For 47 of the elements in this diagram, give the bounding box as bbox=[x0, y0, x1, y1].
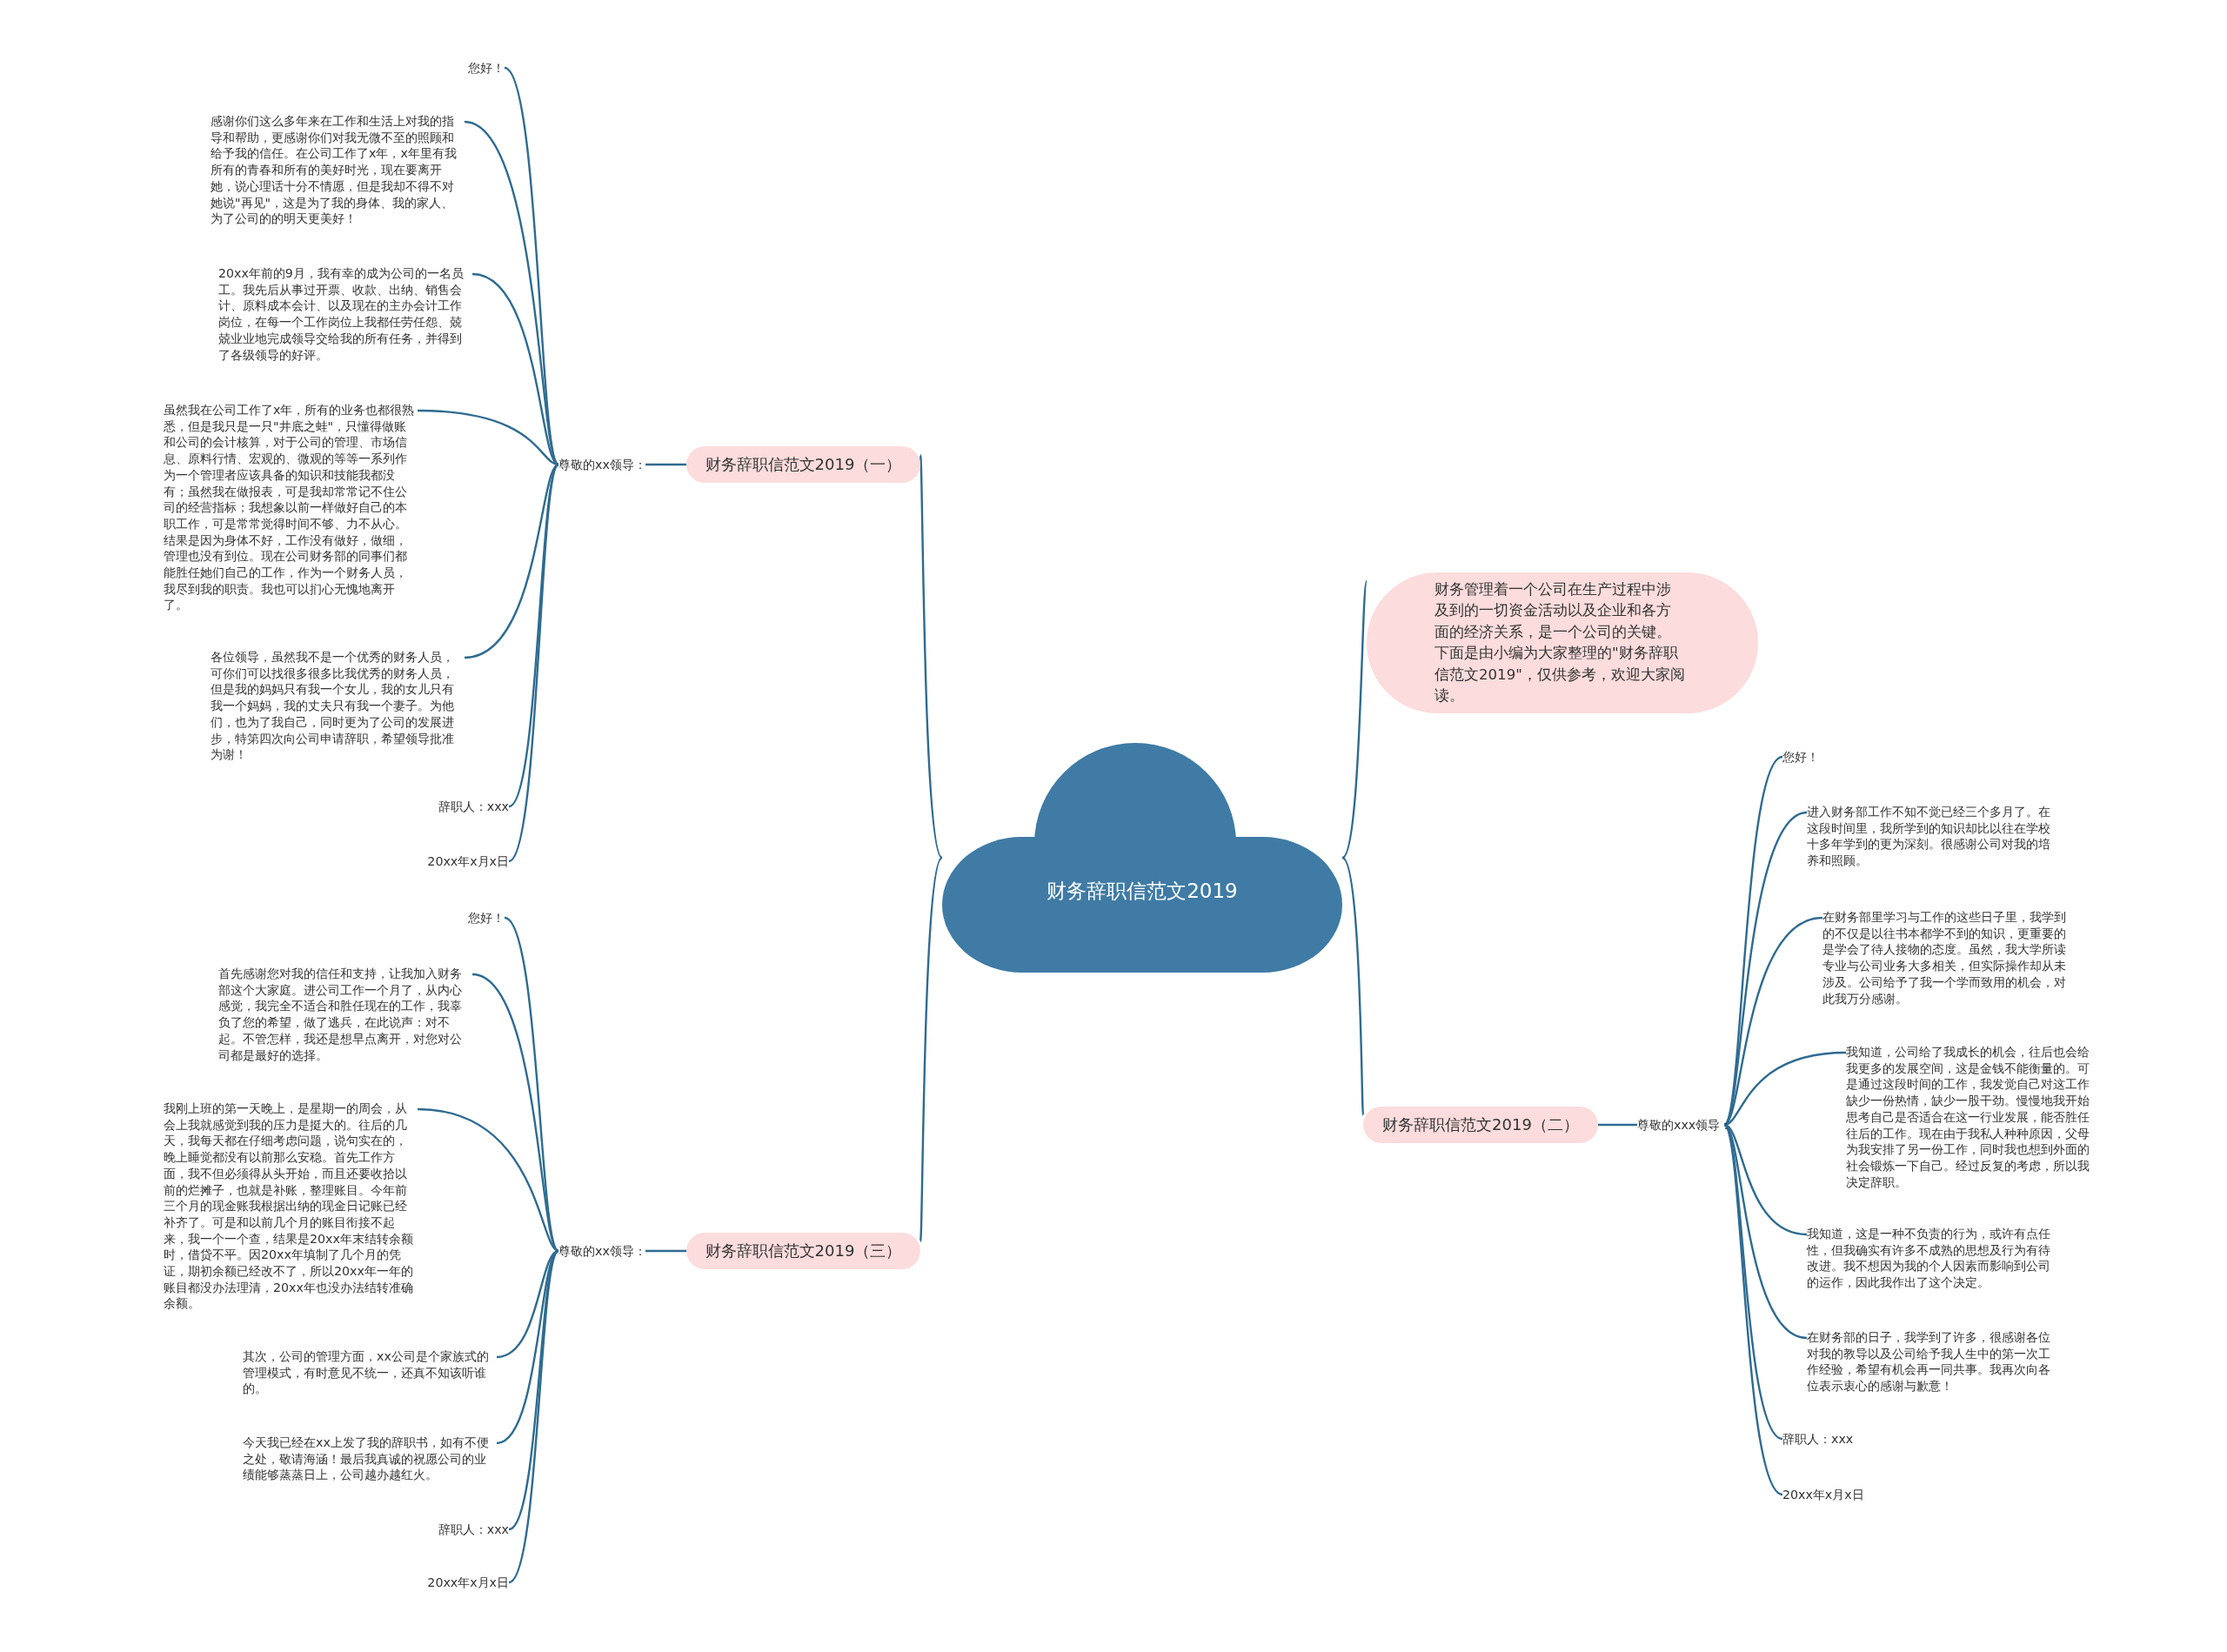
text-label: 20xx年x月x日 bbox=[418, 853, 509, 869]
paragraph-text: 我知道，公司给了我成长的机会，往后也会给我更多的发展空间，这是金钱不能衡量的。可是通过这段时间的工作，我发觉自己对这工作缺少一份热情，缺少一股干劲。慢慢地我开始思考自己是否适合在这一行业发展，能否胜任往后的工作。现在由于我私人种种原因，父母为我安排了另一份工作，同时我也想到外面的社会锻炼一下自己。经过反复的考虑，所以我决定辞职。 bbox=[1846, 1044, 2100, 1191]
paragraph-text: 我知道，这是一种不负责的行为，或许有点任性，但我确实有许多不成熟的思想及行为有待改进。我不想因为我的个人因素而影响到公司的运作，因此我作出了这个决定。 bbox=[1807, 1226, 2061, 1291]
connector bbox=[1722, 1124, 1783, 1495]
paragraph-text: 进入财务部工作不知不觉已经三个多月了。在这段时间里，我所学到的知识却比以往在学校十多年学到的更为深刻。很感谢公司对我的培养和照顾。 bbox=[1807, 804, 2061, 869]
intro-bubble: 财务管理着一个公司在生产过程中涉及到的一切资金活动以及企业和各方面的经济关系，是一个公司的关键。下面是由小编为大家整理的"财务辞职信范文2019"，仅供参考，欢迎大家阅读。 bbox=[1367, 572, 1758, 714]
paragraph-text: 我刚上班的第一天晚上，是星期一的周会，从会上我就感觉到我的压力是挺大的。往后的几天，我每天都在仔细考虑问题，说句实在的，晚上睡觉都没有以前那么安稳。首先工作方面，我不但必须得从头开始，而且还要收拾以前的烂摊子，也就是补账，整理账目。今年前三个月的现金账我根据出纳的现金日记账已经补齐了。可是和以前几个月的账目衔接不起来，我一个一个查，结果是20xx年末结转余额时，借贷不平。因20xx年填制了几个月的凭证，期初余额已经改不了，所以20xx年一年的账目都没办法理清，20xx年也没办法结转准确余额。 bbox=[164, 1100, 418, 1313]
connector bbox=[417, 1107, 559, 1252]
text-label: 尊敬的xx领导： bbox=[558, 1243, 645, 1259]
connector bbox=[1341, 857, 1365, 1116]
branch-topic: 财务辞职信范文2019（三） bbox=[686, 1233, 920, 1269]
paragraph-text: 感谢你们这么多年来在工作和生活上对我的指导和帮助，更感谢你们对我无微不至的照顾和给予我的信任。在公司工作了x年，x年里有我所有的青春和所有的美好时光，现在要离开她，说心理话十分不情愿，但是我却不得不对她说"再见"，这是为了我的身体、我的家人、为了公司的的明天更美好！ bbox=[211, 113, 465, 227]
text-label: 您好！ bbox=[1782, 749, 1826, 765]
connector bbox=[417, 409, 559, 466]
paragraph-text: 首先感谢您对我的信任和支持，让我加入财务部这个大家庭。进公司工作一个月了，从内心感觉，我完全不适合和胜任现在的工作，我辜负了您的希望，做了逃兵，在此说声：对不起。不管怎样，我还是想早点离开，对您对公司都是最好的选择。 bbox=[218, 966, 472, 1064]
connector bbox=[1598, 1123, 1637, 1127]
branch-topic: 财务辞职信范文2019（一） bbox=[686, 446, 920, 483]
connector bbox=[919, 857, 944, 1242]
connector bbox=[471, 272, 559, 465]
connector bbox=[645, 1249, 686, 1253]
connector bbox=[508, 464, 560, 862]
paragraph-text: 在财务部里学习与工作的这些日子里，我学到的不仅是以往书本都学不到的知识，更重要的是学会了待人接物的态度。虽然，我大学所读专业与公司业务大多相关，但实际操作却从未涉及。公司给予了我一个学而致用的机会，对此我万分感谢。 bbox=[1822, 909, 2077, 1007]
text-label: 20xx年x月x日 bbox=[418, 1575, 509, 1590]
text-label: 您好！ bbox=[461, 910, 505, 926]
text-label: 20xx年x月x日 bbox=[1782, 1487, 1874, 1502]
paragraph-text: 其次，公司的管理方面，xx公司是个家族式的管理模式，有时意见不统一，还真不知该听谁的。 bbox=[243, 1348, 497, 1398]
paragraph-text: 各位领导，虽然我不是一个优秀的财务人员，可你们可以找很多很多比我优秀的财务人员，但是我的妈妈只有我一个女儿，我的女儿只有我一个妈妈，我的丈夫只有我一个妻子。为他们，也为了我自己，同时更为了公司的发展进步，特第四次向公司申请辞职，希望领导批准为谢！ bbox=[211, 649, 465, 763]
connector bbox=[919, 454, 944, 859]
text-label: 辞职人：xxx bbox=[431, 1522, 509, 1537]
paragraph-text: 虽然我在公司工作了x年，所有的业务也都很熟悉，但是我只是一只"井底之蛙"，只懂得做账和公司的会计核算，对于公司的管理、市场信息、原料行情、宏观的、微观的等等一系列作为一个管理者应该具备的知识和技能我都没有；虽然我在做报表，可是我却常常记不住公司的经营指标；我想象以前一样做好自己的本职工作，可是常常觉得时间不够、力不从心。结果是因为身体不好，工作没有做好，做细，管理也没有到位。现在公司财务部的同事们都能胜任她们自己的工作，作为一个财务人员，我尽到我的职责。我也可以扪心无愧地离开了。 bbox=[164, 402, 418, 614]
connector bbox=[508, 1250, 559, 1583]
text-label: 尊敬的xx领导： bbox=[558, 457, 645, 472]
connector bbox=[1341, 580, 1368, 859]
paragraph-text: 今天我已经在xx上发了我的辞职书，如有不便之处，敬请海涵！最后我真诚的祝愿公司的业绩能够蒸蒸日上，公司越办越红火。 bbox=[243, 1435, 497, 1484]
connector bbox=[496, 1249, 559, 1359]
paragraph-text: 在财务部的日子，我学到了许多，很感谢各位对我的教导以及公司给予我人生中的第一次工作经验，希望有机会再一同共事。我再次向各位表示衷心的感谢与歉意！ bbox=[1807, 1329, 2061, 1395]
connector bbox=[1723, 1124, 1783, 1440]
connector bbox=[1723, 916, 1823, 1126]
connector bbox=[508, 464, 559, 807]
branch-topic: 财务辞职信范文2019（二） bbox=[1363, 1107, 1598, 1143]
text-label: 您好！ bbox=[461, 60, 505, 76]
topic-text: 财务辞职信范文2019 bbox=[1047, 880, 1238, 902]
text-label: 辞职人：xxx bbox=[1782, 1431, 1861, 1447]
connector bbox=[645, 463, 686, 466]
text-label: 辞职人：xxx bbox=[431, 799, 509, 814]
paragraph-text: 20xx年前的9月，我有幸的成为公司的一名员工。我先后从事过开票、收款、出纳、销售会计、原料成本会计、以及现在的主办会计工作岗位，在每一个工作岗位上我都任劳任怨、兢兢业业地完成领导交给我的所有任务，并得到了各级领导的好评。 bbox=[218, 265, 472, 364]
connector bbox=[471, 973, 559, 1252]
